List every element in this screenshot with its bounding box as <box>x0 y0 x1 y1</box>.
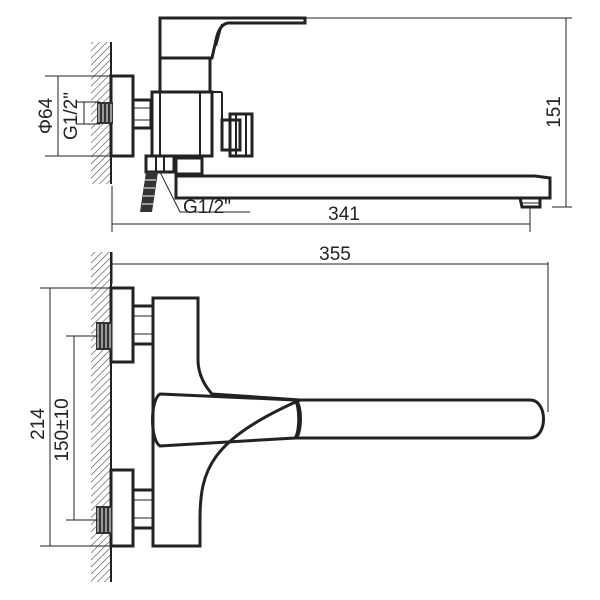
thread-top-label: G1/2" <box>61 92 82 140</box>
dim-151-label: 151 <box>544 96 565 128</box>
dim-diameter-label: Φ64 <box>36 97 57 134</box>
dim-355-label: 355 <box>319 244 351 265</box>
wall-flange-top <box>109 74 135 158</box>
dim-341: 341 <box>111 186 531 232</box>
dim-341-label: 341 <box>328 204 360 225</box>
mixer-body-front <box>151 296 301 548</box>
lever-handle-side <box>158 16 307 60</box>
spout-front <box>292 398 545 440</box>
front-view: 355 214 150±10 <box>28 244 549 582</box>
thread-bottom-callout: G1/2" <box>159 171 250 218</box>
dim-150: 150±10 <box>52 335 98 521</box>
thread-connector-top <box>97 102 113 124</box>
upper-flange <box>109 286 135 364</box>
nut-top <box>131 98 153 130</box>
lower-thread-connector <box>96 506 112 534</box>
dim-214: 214 <box>28 287 110 547</box>
lower-flange <box>109 468 135 548</box>
dim-151: 151 <box>306 17 572 208</box>
diverter-knob <box>220 112 254 158</box>
thread-bottom-label: G1/2" <box>183 197 231 218</box>
side-view: 151 341 Φ64 G1/2" G1/2" <box>36 16 572 232</box>
hose-connector <box>140 154 176 212</box>
dim-355: 355 <box>111 244 549 412</box>
lower-nut <box>131 488 155 530</box>
lever-handle-front <box>151 392 301 448</box>
cartridge-cap <box>158 56 212 94</box>
upper-thread-connector <box>96 322 112 350</box>
dim-diameter-thread: Φ64 G1/2" <box>36 75 130 157</box>
upper-nut <box>131 304 155 346</box>
dim-150-label: 150±10 <box>52 398 73 461</box>
dim-214-label: 214 <box>28 408 49 440</box>
spout-side <box>174 156 552 209</box>
